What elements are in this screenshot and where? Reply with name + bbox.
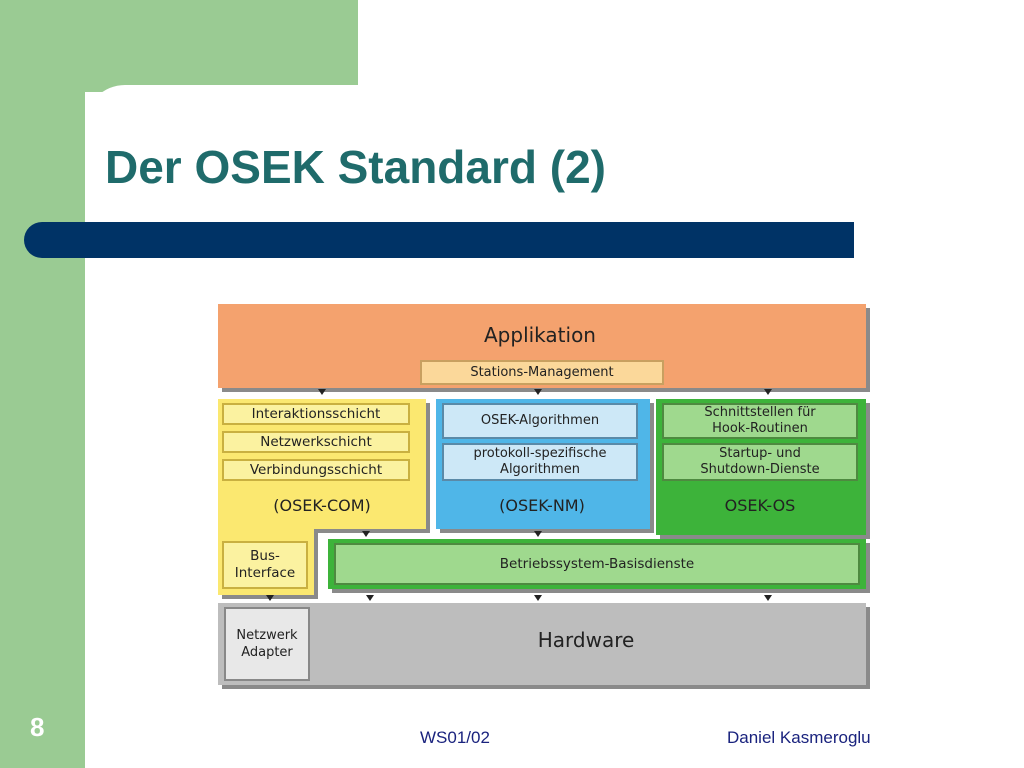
applikation-label: Applikation [484, 323, 596, 347]
bus-interface-line-1: Bus- [250, 548, 280, 564]
arrow-basis-hw-2 [534, 595, 542, 601]
arrow-app-os [764, 389, 772, 395]
hardware-block [218, 603, 866, 685]
schnittstellen-line-2: Hook-Routinen [712, 421, 808, 436]
interaktionsschicht-box: Interaktionsschicht [222, 403, 410, 425]
osek-algorithmen-box: OSEK-Algorithmen [442, 403, 638, 439]
protokoll-spezifische-box: protokoll-spezifische Algorithmen [442, 443, 638, 481]
basisdienste-box: Betriebssystem-Basisdienste [334, 543, 860, 585]
schnittstellen-line-1: Schnittstellen für [704, 405, 816, 420]
green-side-panel [0, 0, 85, 768]
arrow-app-nm [534, 389, 542, 395]
bus-interface-line-2: Interface [234, 565, 296, 581]
stations-management-box: Stations-Management [420, 360, 664, 385]
netzwerkschicht-box: Netzwerkschicht [222, 431, 410, 453]
adapter-line-1: Netzwerk [236, 628, 298, 643]
hardware-label: Hardware [537, 628, 635, 652]
schnittstellen-box: Schnittstellen für Hook-Routinen [662, 403, 858, 439]
arrow-bus-adapter [266, 595, 274, 601]
osek-nm-label: (OSEK-NM) [499, 495, 585, 515]
slide-title: Der OSEK Standard (2) [105, 141, 606, 193]
arrow-basis-hw-3 [764, 595, 772, 601]
adapter-line-2: Adapter [241, 645, 293, 660]
footer-semester: WS01/02 [420, 728, 490, 747]
protokoll-line-2: Algorithmen [500, 462, 580, 477]
arrow-basis-hw-1 [366, 595, 374, 601]
arrow-com-basis [362, 531, 370, 537]
verbindungsschicht-box: Verbindungsschicht [222, 459, 410, 481]
protokoll-line-1: protokoll-spezifische [473, 446, 607, 461]
startup-line-1: Startup- und [719, 446, 801, 461]
startup-shutdown-box: Startup- und Shutdown-Dienste [662, 443, 858, 481]
footer-author: Daniel Kasmeroglu [727, 728, 871, 747]
netzwerk-adapter-box: Netzwerk Adapter [224, 607, 310, 681]
arrow-app-com [318, 389, 326, 395]
osek-com-label: (OSEK-COM) [273, 495, 371, 515]
slide-number: 8 [30, 712, 45, 742]
osek-architecture-diagram: Applikation Stations-Management Interakt… [216, 303, 872, 691]
bus-interface-box: Bus- Interface [222, 541, 308, 589]
title-underline-bar [24, 222, 854, 258]
arrow-nm-basis [534, 531, 542, 537]
osek-os-label: OSEK-OS [724, 495, 796, 515]
startup-line-2: Shutdown-Dienste [700, 462, 820, 477]
